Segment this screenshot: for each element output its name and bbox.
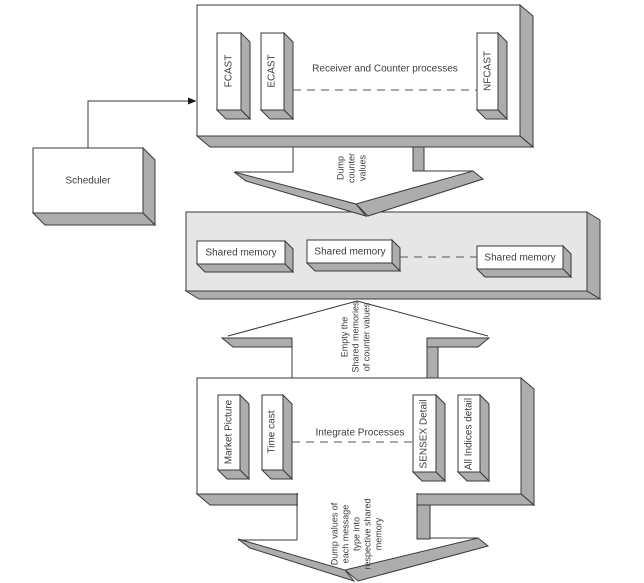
box-front-face	[260, 32, 285, 111]
arrow-chevron-left	[237, 538, 356, 582]
box-right-face	[497, 31, 508, 121]
scheduler-label: Scheduler	[65, 175, 111, 187]
process-box-fcast	[215, 31, 252, 121]
box-front-face	[217, 394, 241, 471]
process-box-ecast	[259, 31, 295, 121]
arrow-label-empty-shared: Empty the Shared memories of counter val…	[339, 301, 372, 373]
shared-memory-label-2: Shared memory	[314, 246, 386, 258]
scheduler-box	[31, 146, 157, 227]
box-front-face	[476, 245, 564, 270]
process-label-fcast: FCAST	[223, 54, 235, 88]
process-box-market-picture	[216, 393, 251, 481]
arrow-empty-shared	[220, 300, 491, 379]
shared-memory-box-3	[475, 244, 573, 279]
box-front-face	[196, 240, 286, 265]
process-label-all-indices: All Indices detail	[463, 397, 475, 471]
box-right-face	[519, 3, 534, 149]
integrate-box-title: Integrate Processes	[315, 427, 405, 439]
box-right-face	[435, 393, 446, 483]
process-label-market-picture: Market Picture	[223, 399, 235, 465]
box-front-face	[412, 394, 437, 473]
box-right-face	[142, 146, 156, 227]
box-front-face	[216, 32, 242, 111]
box-right-face	[282, 393, 293, 481]
arrow-stem-left	[238, 493, 298, 541]
arrow-dump-counter	[233, 146, 485, 217]
arrow-barb-right	[426, 337, 491, 348]
arrow-dump-values	[237, 493, 490, 582]
box-front-face	[261, 394, 284, 471]
arrow-barb-left	[220, 337, 293, 348]
box-bottom-face	[195, 263, 295, 273]
arrow-label-dump-counter: Dump counter values	[335, 152, 368, 184]
box-right-face	[240, 31, 251, 121]
arrow-stem-right-face	[416, 504, 431, 540]
box-bottom-face	[31, 212, 157, 226]
connector-line	[87, 100, 188, 148]
receiver-box-title: Receiver and Counter processes	[312, 63, 458, 75]
arrow-stem-gap	[298, 493, 417, 506]
box-bottom-face	[475, 268, 573, 278]
shared-memory-label-3: Shared memory	[484, 252, 556, 264]
process-box-time-cast	[260, 393, 294, 481]
arrow-chevron-right	[343, 537, 490, 582]
arrow-chevron-right	[355, 170, 485, 217]
box-front-face	[457, 394, 481, 473]
arrowhead-icon	[188, 97, 197, 105]
arrow-head-lines	[227, 300, 489, 337]
process-box-all-indices	[456, 393, 491, 483]
box-right-face	[479, 393, 490, 483]
scheduler-connector-arrow	[87, 97, 197, 148]
process-box-sensex-detail	[411, 393, 447, 483]
box-front-face	[476, 32, 499, 111]
process-label-ecast: ECAST	[266, 54, 278, 88]
box-bottom-face	[195, 135, 535, 148]
box-front-face	[306, 239, 393, 264]
box-front-face	[32, 147, 144, 214]
box-bottom-face	[184, 290, 602, 300]
box-right-face	[586, 211, 601, 300]
shared-memory-label-1: Shared memory	[205, 247, 277, 259]
arrow-stem-left	[235, 147, 294, 173]
shared-memory-box-1	[195, 239, 295, 274]
box-bottom-face	[305, 262, 402, 272]
box-right-face	[520, 376, 535, 507]
shared-memory-box-2	[305, 238, 402, 273]
process-label-nfcast: NFCAST	[482, 51, 494, 91]
process-box-nfcast	[475, 31, 509, 121]
arrow-stem-right-face	[412, 146, 425, 172]
arrow-stem-right-face	[426, 346, 439, 379]
box-right-face	[239, 393, 250, 481]
box-right-face	[283, 31, 294, 121]
process-label-sensex-detail: SENSEX Detail	[418, 399, 430, 469]
process-label-time-cast: Time cast	[266, 410, 278, 454]
arrow-label-dump-values: Dump values of each message type into re…	[329, 498, 384, 570]
arrow-chevron-left	[233, 171, 368, 217]
